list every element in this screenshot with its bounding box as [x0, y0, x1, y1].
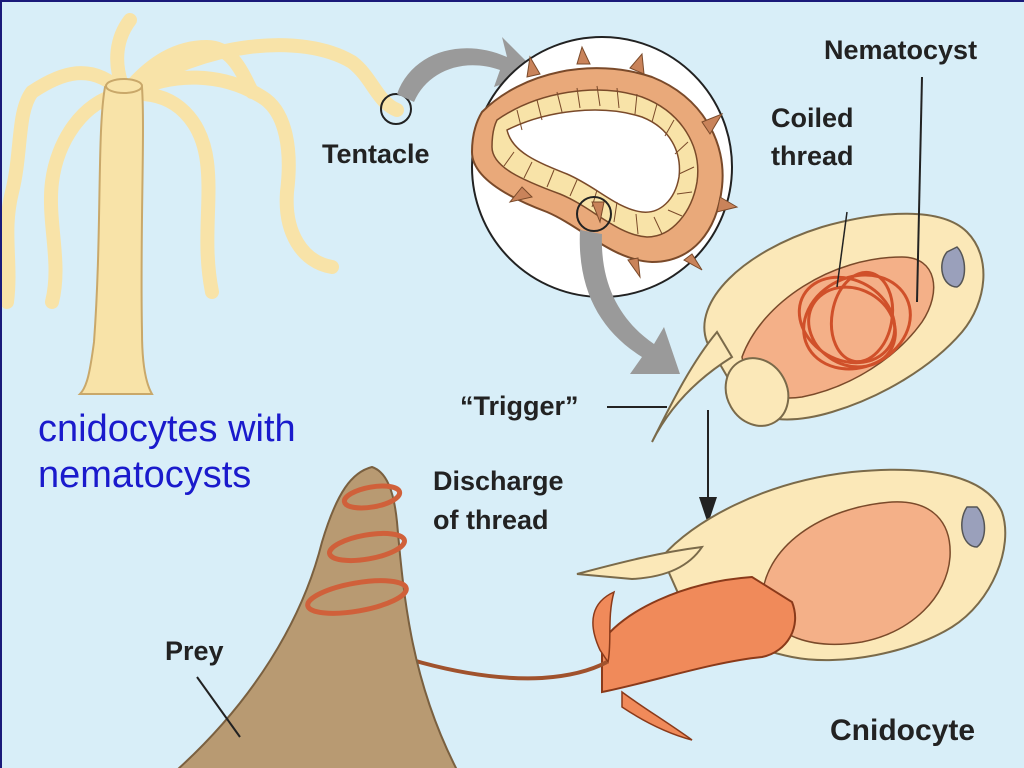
label-coiled-thread-line2: thread: [771, 141, 854, 171]
caption-line1: cnidocytes with: [38, 408, 296, 450]
prey-illustration: [177, 465, 458, 768]
zoom-arrow-bottom: [579, 230, 680, 374]
label-discharge-line2: of thread: [433, 505, 549, 535]
cnidocyte-undischarged: [607, 76, 985, 443]
zoom-arrow-top: [397, 37, 537, 102]
tentacle-zoom-circle: [470, 36, 739, 298]
label-discharge-line1: Discharge: [433, 466, 564, 496]
label-nematocyst: Nematocyst: [824, 35, 978, 65]
label-coiled-thread-line1: Coiled: [771, 103, 854, 133]
label-tentacle: Tentacle: [322, 139, 430, 169]
label-cnidocyte: Cnidocyte: [830, 714, 976, 747]
label-prey: Prey: [165, 636, 224, 666]
cnidocyte-discharged: [301, 468, 1007, 741]
label-trigger: “Trigger”: [460, 391, 579, 421]
hydra-illustration: [2, 13, 412, 395]
slide-caption: cnidocytes with nematocysts: [38, 406, 296, 498]
discharge-arrow: [699, 410, 717, 524]
caption-line2: nematocysts: [38, 454, 252, 496]
